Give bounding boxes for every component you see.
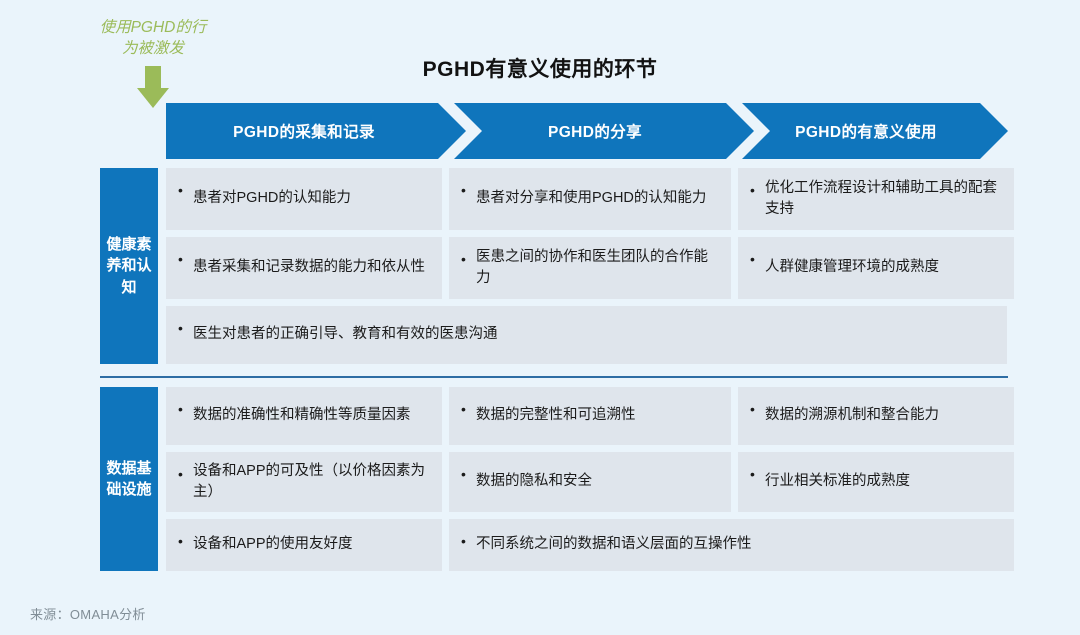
stage-header-3-label: PGHD的有意义使用: [795, 124, 937, 141]
stage-header-1[interactable]: PGHD的采集和记录: [166, 103, 466, 159]
bullet-icon: •: [750, 251, 755, 267]
cell-s2-r2-c2[interactable]: • 数据的隐私和安全: [449, 452, 731, 512]
bullet-icon: •: [461, 182, 466, 198]
cell-s1-r3-span[interactable]: • 医生对患者的正确引导、教育和有效的医患沟通: [166, 306, 1007, 364]
stage-header-2[interactable]: PGHD的分享: [454, 103, 754, 159]
cell-s1-r1-c3[interactable]: • 优化工作流程设计和辅助工具的配套支持: [738, 168, 1014, 230]
cell-text: 患者对分享和使用PGHD的认知能力: [476, 190, 707, 207]
page-title: PGHD有意义使用的环节: [422, 58, 658, 81]
table-row: • 患者对PGHD的认知能力 • 患者对分享和使用PGHD的认知能力 • 优化工…: [166, 168, 1014, 230]
cell-s2-r3-span[interactable]: • 不同系统之间的数据和语义层面的互操作性: [449, 519, 1014, 571]
bullet-icon: •: [178, 401, 183, 417]
cell-text: 患者对PGHD的认知能力: [193, 190, 351, 207]
process-board: PGHD的采集和记录 PGHD的分享 PGHD的有意义使用 健康素养和认知 • …: [100, 103, 1014, 571]
section-health-literacy: 健康素养和认知 • 患者对PGHD的认知能力 • 患者对分享和使用PGHD的认知…: [100, 168, 1014, 364]
cell-text: 数据的准确性和精确性等质量因素: [193, 407, 411, 424]
bullet-icon: •: [461, 251, 466, 267]
table-row: • 数据的准确性和精确性等质量因素 • 数据的完整性和可追溯性 • 数据的溯源机…: [166, 387, 1014, 445]
stage-header-3[interactable]: PGHD的有意义使用: [742, 103, 1008, 159]
bullet-icon: •: [178, 251, 183, 267]
cell-text: 医生对患者的正确引导、教育和有效的医患沟通: [193, 326, 498, 343]
cell-text: 优化工作流程设计和辅助工具的配套支持: [765, 179, 997, 217]
annotation-text: 使用PGHD的行 为被激发: [99, 19, 207, 57]
cell-text: 设备和APP的使用友好度: [193, 536, 353, 553]
bullet-icon: •: [750, 466, 755, 482]
section-data-infrastructure: 数据基础设施 • 数据的准确性和精确性等质量因素 • 数据的完整性和可追溯性 •…: [100, 387, 1014, 571]
cell-s1-r2-c3[interactable]: • 人群健康管理环境的成熟度: [738, 237, 1014, 299]
bullet-icon: •: [178, 466, 183, 482]
cell-text: 数据的完整性和可追溯性: [476, 407, 636, 424]
section-rows-health-literacy: • 患者对PGHD的认知能力 • 患者对分享和使用PGHD的认知能力 • 优化工…: [166, 168, 1014, 364]
cell-text: 行业相关标准的成熟度: [765, 473, 910, 490]
table-row: • 设备和APP的可及性（以价格因素为主） • 数据的隐私和安全 • 行业相关标…: [166, 452, 1014, 512]
cell-s2-r2-c3[interactable]: • 行业相关标准的成熟度: [738, 452, 1014, 512]
bullet-icon: •: [461, 401, 466, 417]
cell-s2-r1-c1[interactable]: • 数据的准确性和精确性等质量因素: [166, 387, 442, 445]
table-row: • 设备和APP的使用友好度 • 不同系统之间的数据和语义层面的互操作性: [166, 519, 1014, 571]
table-row: • 患者采集和记录数据的能力和依从性 • 医患之间的协作和医生团队的合作能力 •…: [166, 237, 1014, 299]
section-label-health-literacy: 健康素养和认知: [100, 168, 158, 364]
section-divider: [100, 376, 1008, 378]
cell-text: 设备和APP的可及性（以价格因素为主）: [193, 462, 426, 500]
down-arrow-icon: [130, 65, 176, 108]
bullet-icon: •: [461, 533, 466, 549]
cell-s1-r1-c1[interactable]: • 患者对PGHD的认知能力: [166, 168, 442, 230]
annotation-callout: 使用PGHD的行 为被激发: [78, 18, 228, 108]
bullet-icon: •: [178, 320, 183, 336]
stage-header-2-label: PGHD的分享: [547, 124, 643, 141]
cell-s1-r1-c2[interactable]: • 患者对分享和使用PGHD的认知能力: [449, 168, 731, 230]
bullet-icon: •: [178, 533, 183, 549]
stage-header-1-label: PGHD的采集和记录: [233, 124, 375, 141]
table-row: • 医生对患者的正确引导、教育和有效的医患沟通: [166, 306, 1014, 364]
cell-text: 数据的隐私和安全: [476, 473, 592, 490]
cell-text: 医患之间的协作和医生团队的合作能力: [476, 248, 708, 286]
source-note: 来源：OMAHA分析: [30, 607, 146, 622]
section-rows-data-infrastructure: • 数据的准确性和精确性等质量因素 • 数据的完整性和可追溯性 • 数据的溯源机…: [166, 387, 1014, 571]
cell-s1-r2-c2[interactable]: • 医患之间的协作和医生团队的合作能力: [449, 237, 731, 299]
cell-s2-r1-c3[interactable]: • 数据的溯源机制和整合能力: [738, 387, 1014, 445]
cell-text: 不同系统之间的数据和语义层面的互操作性: [476, 536, 752, 553]
cell-text: 患者采集和记录数据的能力和依从性: [193, 259, 425, 276]
cell-s2-r2-c1[interactable]: • 设备和APP的可及性（以价格因素为主）: [166, 452, 442, 512]
bullet-icon: •: [750, 401, 755, 417]
section-label-data-infrastructure: 数据基础设施: [100, 387, 158, 571]
bullet-icon: •: [178, 182, 183, 198]
process-header: PGHD的采集和记录 PGHD的分享 PGHD的有意义使用: [166, 103, 1008, 159]
cell-s1-r2-c1[interactable]: • 患者采集和记录数据的能力和依从性: [166, 237, 442, 299]
cell-text: 人群健康管理环境的成熟度: [765, 259, 939, 276]
cell-s2-r1-c2[interactable]: • 数据的完整性和可追溯性: [449, 387, 731, 445]
bullet-icon: •: [750, 182, 755, 198]
cell-text: 数据的溯源机制和整合能力: [765, 407, 939, 424]
bullet-icon: •: [461, 466, 466, 482]
cell-s2-r3-c1[interactable]: • 设备和APP的使用友好度: [166, 519, 442, 571]
